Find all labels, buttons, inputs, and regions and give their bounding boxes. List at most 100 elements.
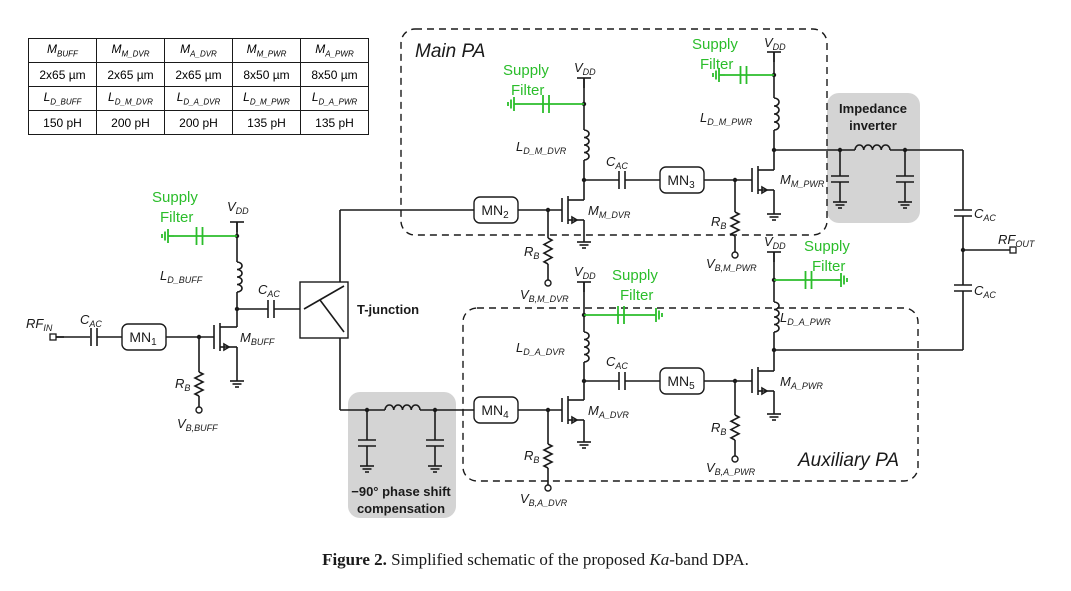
bias-terminal (544, 484, 552, 492)
mn1-block (121, 323, 167, 351)
rf-out-port (1009, 246, 1017, 254)
l-d-a-pwr-label: LD_A_PWR (780, 310, 831, 327)
table-cell: 135 pH (232, 110, 301, 135)
vdd-label: VDD (574, 60, 596, 77)
mn4-block (473, 396, 519, 424)
transistor-arrow (571, 415, 579, 425)
inductor (236, 261, 243, 293)
supply-filter-label: Supply (692, 36, 738, 53)
phase-shift-block (348, 392, 456, 518)
supply-filter-label: Supply (152, 189, 198, 206)
vdd-label: VDD (764, 35, 786, 52)
table-cell: MM_PWR (232, 38, 301, 63)
inductor (583, 331, 590, 363)
table-cell: LD_M_PWR (232, 86, 301, 111)
rf-in-port (49, 333, 57, 341)
l-d-buff-label: LD_BUFF (160, 268, 203, 285)
supply-filter-label: Filter (160, 209, 193, 226)
main-pa-label: Main PA (415, 41, 485, 62)
table-cell: MA_DVR (164, 38, 233, 63)
resistor (542, 237, 554, 265)
table-cell: 2x65 µm (96, 62, 165, 87)
vdd-label: VDD (764, 234, 786, 251)
l-d-m-dvr-label: LD_M_DVR (516, 139, 567, 156)
rb-label: RB (175, 376, 190, 393)
cac-label: CAC (80, 312, 102, 329)
table-cell: MBUFF (28, 38, 97, 63)
inductor (854, 144, 891, 151)
transistor-arrow (761, 386, 769, 396)
mn2-block (473, 196, 519, 224)
transistor-arrow (571, 215, 579, 225)
mn5-block (659, 367, 705, 395)
table-cell: 8x50 µm (300, 62, 369, 87)
mn5-block-label: MN5 (667, 373, 695, 392)
supply-filter-label: Supply (612, 267, 658, 284)
bias-terminal (731, 251, 739, 259)
supply-filter-label: Filter (700, 56, 733, 73)
caption-band: Ka (649, 550, 670, 569)
table-cell: 135 pH (300, 110, 369, 135)
mn1-block-label: MN1 (129, 329, 157, 348)
table-cell: LD_M_DVR (96, 86, 165, 111)
table-cell: LD_BUFF (28, 86, 97, 111)
impedance-inverter-block (827, 93, 920, 223)
t-junction-label: T-junction (357, 302, 419, 317)
table-cell: 8x50 µm (232, 62, 301, 87)
impedance-inverter-label: inverter (849, 118, 897, 133)
cac-label: CAC (974, 206, 996, 223)
impedance-inverter-label: Impedance (839, 101, 907, 116)
table-cell: LD_A_DVR (164, 86, 233, 111)
mn4-block-label: MN4 (481, 402, 509, 421)
inductor (384, 404, 421, 411)
table-cell: MA_PWR (300, 38, 369, 63)
m-m-dvr-label: MM_DVR (588, 203, 631, 220)
aux-pa-label: Auxiliary PA (797, 450, 899, 471)
t-junction-block (299, 281, 349, 339)
bias-terminal (731, 455, 739, 463)
table-cell: 200 pH (164, 110, 233, 135)
caption-label: Figure 2. (322, 550, 387, 569)
table-cell: 150 pH (28, 110, 97, 135)
cac-label: CAC (606, 354, 628, 371)
junction-dot (771, 347, 777, 353)
vdd-label: VDD (227, 199, 249, 216)
m-a-dvr-label: MA_DVR (588, 403, 629, 420)
l-d-a-dvr-label: LD_A_DVR (516, 340, 565, 357)
supply-filter-label: Filter (812, 258, 845, 275)
vdd-label: VDD (574, 264, 596, 281)
table-cell: 200 pH (96, 110, 165, 135)
mn2-block-label: MN2 (481, 202, 509, 221)
table-cell: LD_A_PWR (300, 86, 369, 111)
rb-label: RB (711, 420, 726, 437)
transistor-arrow (761, 185, 769, 195)
vb-m-pwr-label: VB,M_PWR (706, 256, 757, 273)
rb-label: RB (524, 244, 539, 261)
m-m-pwr-label: MM_PWR (780, 172, 825, 189)
vb-a-pwr-label: VB,A_PWR (706, 460, 756, 477)
aux-pa-enclosure (462, 307, 919, 482)
transistor-arrow (223, 342, 231, 352)
caption-text-before: Simplified schematic of the proposed (391, 550, 646, 569)
caption-text-after: -band DPA. (669, 550, 749, 569)
vb-a-dvr-label: VB,A_DVR (520, 491, 568, 508)
rb-label: RB (711, 214, 726, 231)
cac-label: CAC (974, 283, 996, 300)
resistor (193, 371, 205, 397)
mn3-block (659, 166, 705, 194)
rb-label: RB (524, 448, 539, 465)
wiring (56, 52, 1010, 485)
resistor (729, 414, 741, 441)
table-cell: 2x65 µm (28, 62, 97, 87)
supply-filter-label: Filter (511, 82, 544, 99)
phase-shift-label: compensation (357, 501, 445, 516)
inductor (773, 97, 780, 131)
l-d-m-pwr-label: LD_M_PWR (700, 110, 753, 127)
resistor (542, 443, 554, 469)
bias-terminal (195, 406, 203, 414)
resistor (729, 211, 741, 237)
